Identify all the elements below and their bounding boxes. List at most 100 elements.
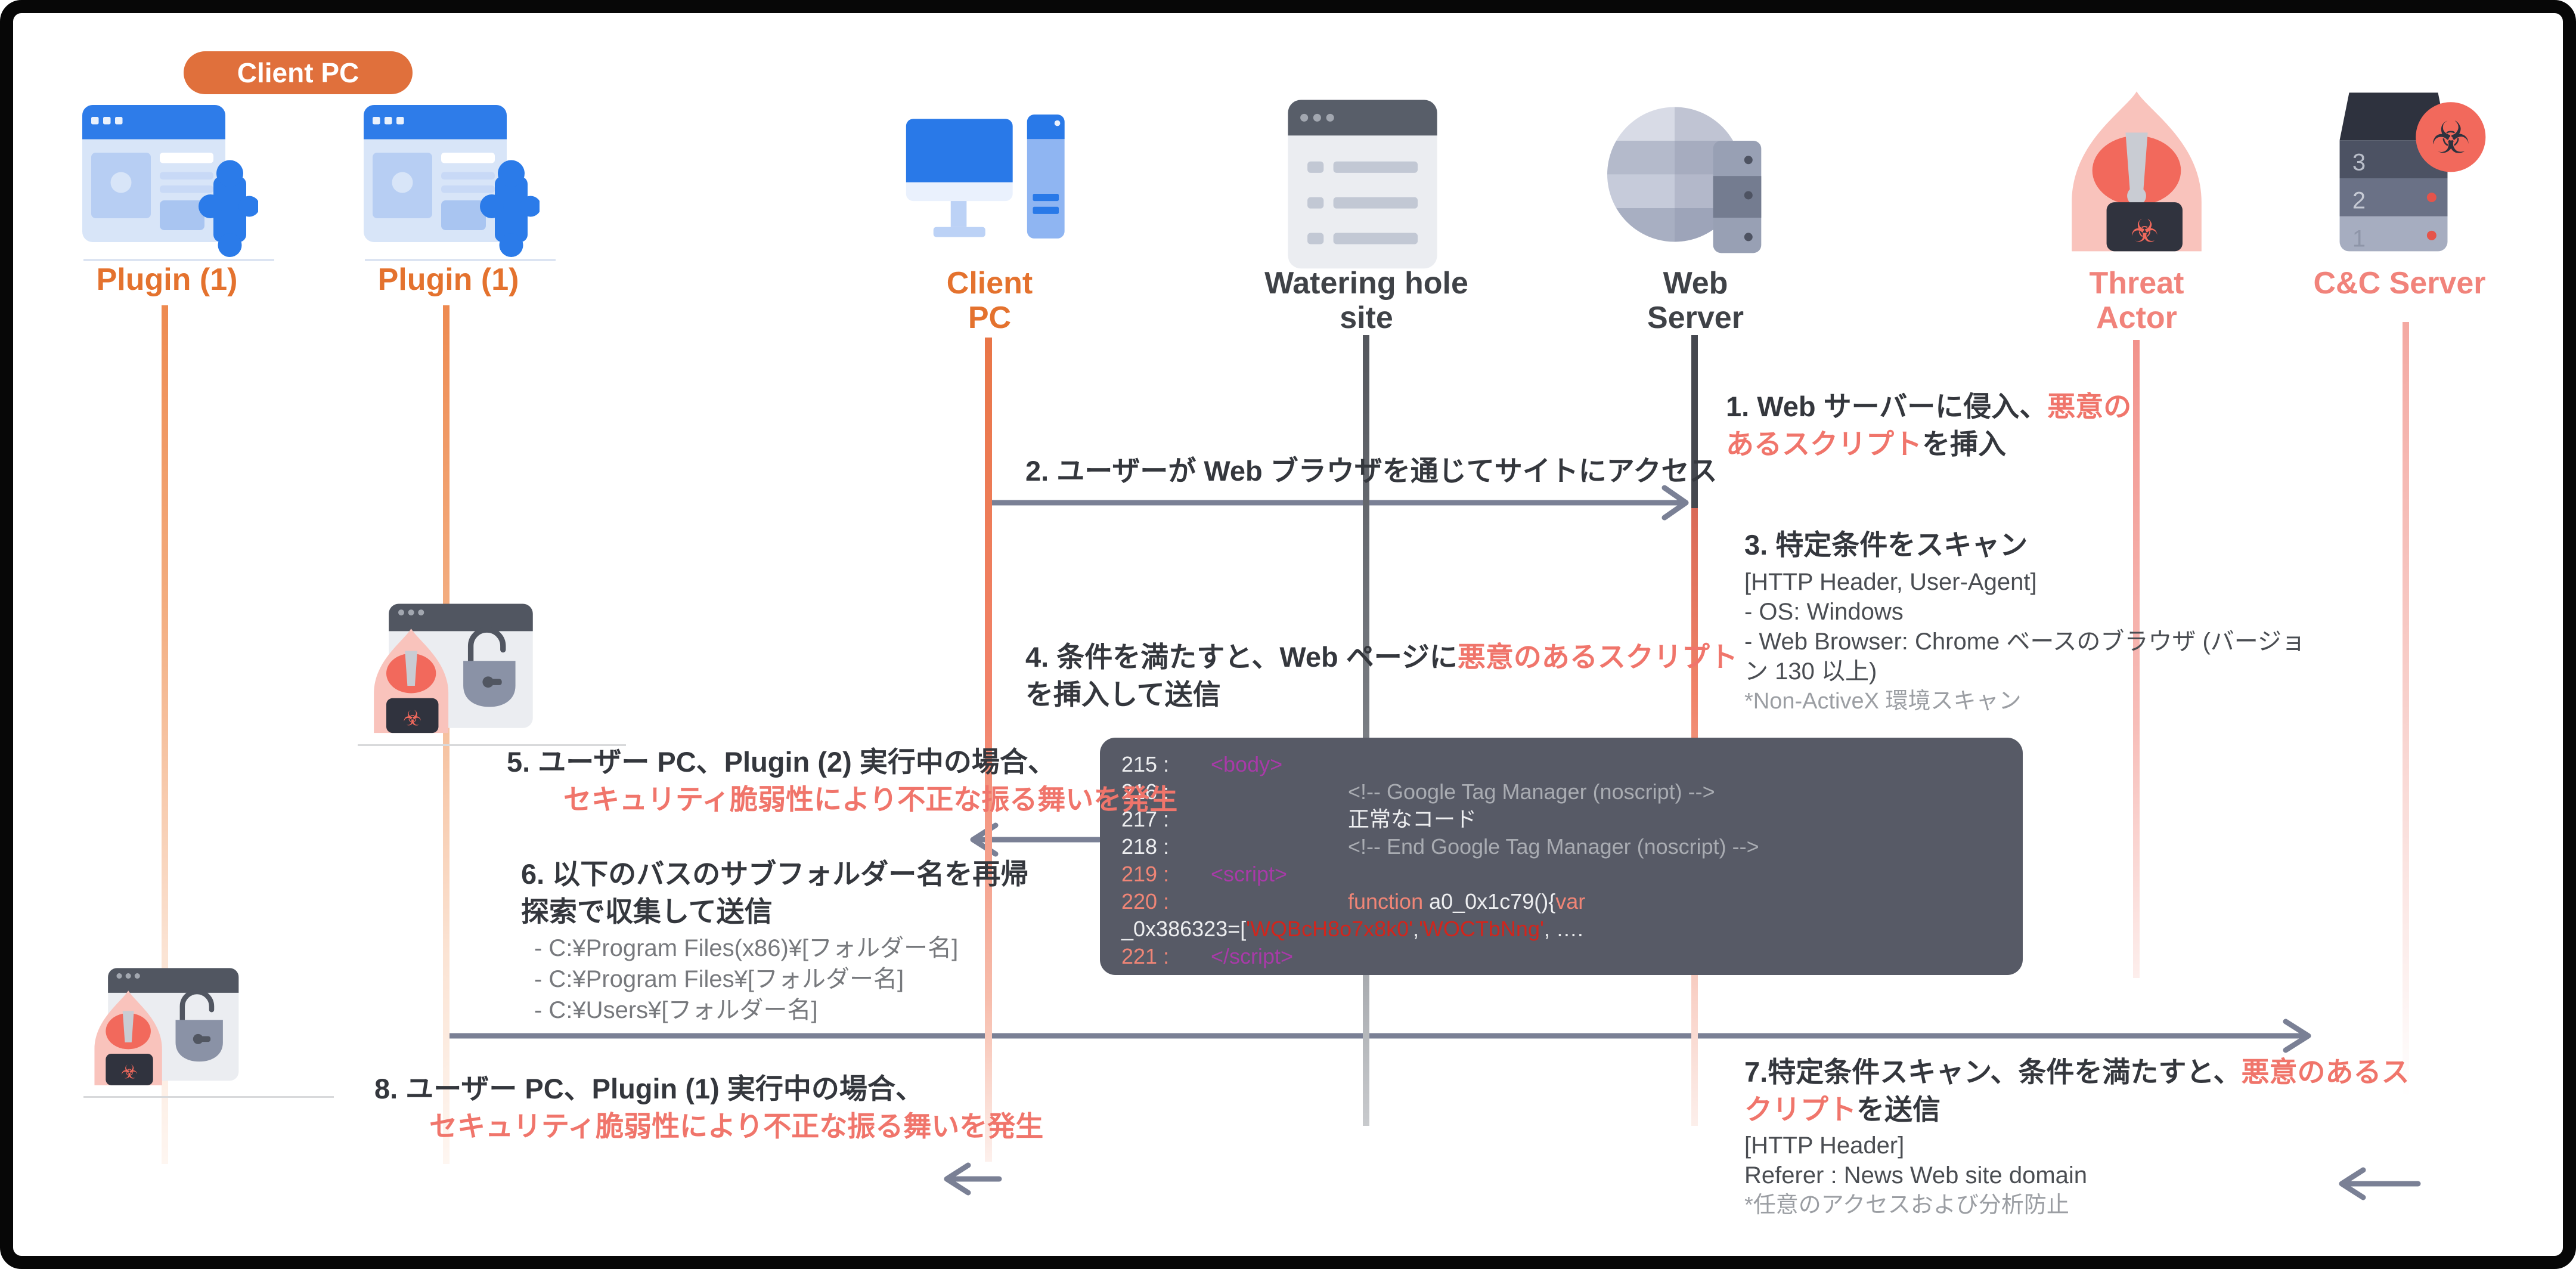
code-line: 218 :<!-- End Google Tag Manager (noscri… [1121,833,2023,861]
icon-ground-line [83,1096,334,1098]
step-text: 探索で収集して送信 [521,896,773,927]
actor-label-threat-actor: Threat Actor [2017,266,2256,335]
code-line: 219 : <script> [1121,861,2023,888]
step-7-annotation: 7.特定条件スキャン、条件を満たすと、悪意のあるス クリプトを送信 [HTTP … [1744,1053,2410,1220]
compromised-browser-icon: ☣ [94,968,239,1085]
arrow-step2-right [989,485,1689,521]
desktop-pc-icon [906,114,1065,239]
step-text: を挿入 [1922,428,2006,460]
step-text-emphasis: クリプト [1744,1094,1856,1125]
step-8-annotation: 8. ユーザー PC、Plugin (1) 実行中の場合、 セキュリティ脆弱性に… [374,1070,1043,1145]
browser-plugin-icon [364,105,540,257]
step-detail: [HTTP Header] [1744,1132,1905,1159]
browser-plugin-icon [82,105,258,257]
step-text: 5. ユーザー PC、Plugin (2) 実行中の場合、 [507,746,1056,778]
icon-ground-line [83,259,274,261]
step-detail: - OS: Windows [1744,599,1904,625]
icon-ground-line [358,744,626,746]
step-text-emphasis: あるスクリプト [1726,428,1922,460]
arrow-step8-left [944,1162,1002,1196]
step-4-annotation: 4. 条件を満たすと、Web ページに悪意のあるスクリプト を挿入して送信 [1025,638,1738,713]
icon-ground-line [365,259,556,261]
actor-label-line: Server [1647,301,1744,335]
actor-label-line: Web [1663,266,1728,301]
arrow-step6-right [445,1019,2311,1053]
actor-label-line: Client [946,266,1033,301]
watering-hole-site-icon [1288,100,1437,269]
step-3-annotation: 3. 特定条件をスキャン [HTTP Header, User-Agent] -… [1744,526,2305,716]
biohazard-icon: ☣ [121,1061,138,1083]
biohazard-icon: ☣ [2431,113,2470,162]
step-path: - C:¥Users¥[フォルダー名] [534,997,818,1023]
actor-label-web-server: Web Server [1576,266,1815,335]
compromised-browser-icon: ☣ [374,603,533,733]
step-text: を送信 [1856,1094,1940,1125]
step-detail: [HTTP Header, User-Agent] [1744,569,2037,595]
code-text: , …. [1543,917,1583,941]
step-text: を挿入して送信 [1025,679,1221,710]
code-line-number: 215 : [1121,752,1170,776]
step-text: 4. 条件を満たすと、Web ページに [1025,641,1458,673]
lifeline-plugin-1 [162,305,168,1164]
step-note: *任意のアクセスおよび分析防止 [1744,1193,2069,1218]
step-text-emphasis: 悪意のあるス [2241,1056,2410,1088]
actor-label-plugin-2: Plugin (1) [377,262,519,297]
step-text-emphasis: 悪意のあるスクリプト [1457,641,1738,673]
code-line: 215 :<body> [1121,751,2023,778]
lifeline-client-pc [985,338,992,1162]
code-comment: <!-- Google Tag Manager (noscript) --> [1348,779,1715,804]
cc-server-icon: 3 2 1 ☣ [2339,92,2486,252]
code-line-number: 216 : [1121,779,1170,804]
code-comment: <!-- End Google Tag Manager (noscript) -… [1348,834,1759,859]
client-pc-badge: Client PC [184,51,413,94]
step-text-emphasis: セキュリティ脆弱性により不正な振る舞いを発生 [429,1110,1044,1142]
code-keyword: function [1348,889,1430,914]
code-line-number: 217 : [1121,807,1170,831]
code-string: 'WQBcH8o7x8k0' [1246,917,1413,941]
actor-label-cc-server: C&C Server [2313,266,2486,301]
step-note: *Non-ActiveX 環境スキャン [1744,689,2022,714]
code-text: _0x386323=[ [1121,917,1247,941]
server-slot-3: 3 [2352,150,2366,176]
code-text: a0_0x1c79(){ [1429,889,1556,914]
web-server-icon [1607,107,1762,253]
step-detail: ン 130 以上) [1744,658,1877,685]
actor-label-line: Watering hole [1264,266,1468,301]
step-text-emphasis: セキュリティ脆弱性により不正な振る舞いを発生 [563,784,1178,815]
code-string: 'WOCTbNng' [1419,917,1544,941]
code-line-number: 219 : [1121,862,1170,886]
step-text: 1. Web サーバーに侵入、 [1726,391,2048,422]
actor-label-watering-hole: Watering hole site [1247,266,1486,335]
lifeline-plugin-2 [443,305,450,1164]
code-text: , [1413,917,1419,941]
code-tag: </script> [1211,944,1294,968]
step-path: - C:¥Program Files¥[フォルダー名] [534,966,904,992]
step-detail: Referer : News Web site domain [1744,1162,2088,1188]
step-1-annotation: 1. Web サーバーに侵入、悪意の あるスクリプトを挿入 [1726,388,2131,463]
step-6-annotation: 6. 以下のバスのサブフォルダー名を再帰 探索で収集して送信 - C:¥Prog… [521,855,1028,1026]
actor-label-line: Threat [2089,266,2184,301]
step-detail: - Web Browser: Chrome ベースのブラウザ (バージョ [1744,629,2306,655]
biohazard-icon: ☣ [2130,213,2159,249]
lifeline-threat-actor [2133,340,2140,978]
step-text: 3. 特定条件をスキャン [1744,529,2028,561]
actor-label-line: PC [968,301,1012,335]
code-line: 216 : <!-- Google Tag Manager (noscript) … [1121,778,2023,806]
code-line-number: 220 : [1121,889,1170,914]
code-tag: <script> [1211,862,1288,886]
server-slot-2: 2 [2352,188,2366,214]
code-line-number: 221 : [1121,944,1170,968]
code-text: 正常なコード [1348,807,1477,831]
lifeline-web-server-top [1691,335,1698,508]
threat-actor-icon: ☣ [2072,91,2202,252]
actor-label-line: site [1340,301,1393,335]
code-line: 217 : 正常なコード [1121,806,2023,833]
step-2-annotation: 2. ユーザーが Web ブラウザを通じてサイトにアクセス [1025,455,1718,487]
code-keyword: var [1555,889,1586,914]
biohazard-icon: ☣ [403,707,422,731]
injected-script-code-block: 215 :<body> 216 : <!-- Google Tag Manager… [1100,738,2023,975]
step-text: 6. 以下のバスのサブフォルダー名を再帰 [521,858,1029,890]
server-slot-1: 1 [2352,225,2366,252]
step-text: 7.特定条件スキャン、条件を満たすと、 [1744,1056,2242,1088]
